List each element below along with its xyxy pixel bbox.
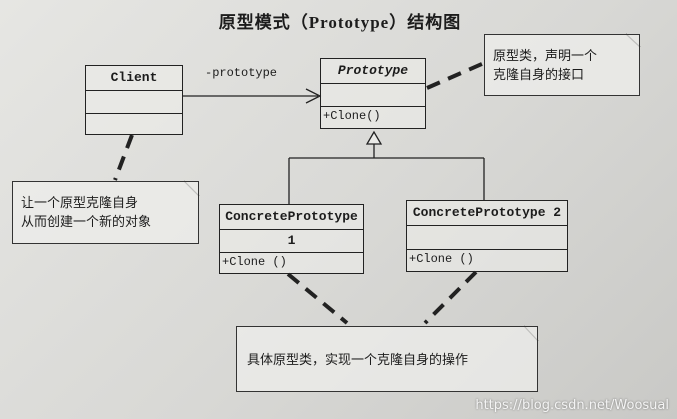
- diagram-title: 原型模式（Prototype）结构图: [218, 13, 462, 32]
- concrete1-note-link: [286, 272, 349, 325]
- association-label: -prototype: [205, 66, 278, 80]
- concrete-prototype-1-operation: +Clone (): [222, 255, 287, 269]
- concrete2-note-link: [423, 270, 478, 325]
- client-operations: [86, 114, 182, 134]
- concrete-prototype-1-class: ConcretePrototype 1 +Clone (): [219, 204, 364, 274]
- concrete-prototype-2-name: ConcretePrototype 2: [407, 201, 567, 226]
- concrete-prototype-1-attributes: [220, 230, 363, 253]
- generalization-triangle: [365, 130, 383, 145]
- concrete-prototype-2-attributes: [407, 226, 567, 250]
- concrete-note: 具体原型类，实现一个克隆自身的操作: [236, 326, 538, 392]
- prototype-class-name: Prototype: [321, 59, 425, 84]
- watermark: https://blog.csdn.net/Woosual: [475, 398, 669, 413]
- prototype-note-line-1: 原型类，声明一个: [493, 49, 598, 64]
- client-attributes: [86, 91, 182, 114]
- concrete-prototype-1-name: ConcretePrototype 1: [220, 205, 363, 248]
- prototype-class: Prototype +Clone(): [320, 58, 426, 129]
- concrete-prototype-2-class: ConcretePrototype 2 +Clone (): [406, 200, 568, 272]
- prototype-attributes: [321, 84, 425, 107]
- prototype-note-link: [426, 61, 485, 90]
- client-note-line-2: 从而创建一个新的对象: [21, 215, 152, 230]
- prototype-operation: +Clone(): [323, 109, 381, 123]
- prototype-note-line-2: 克隆自身的接口: [493, 68, 585, 83]
- concrete-prototype-2-operation: +Clone (): [409, 252, 474, 266]
- prototype-note: 原型类，声明一个 克隆自身的接口: [484, 34, 640, 96]
- client-class: Client: [85, 65, 183, 135]
- client-note-link: [113, 134, 134, 181]
- client-note-line-1: 让一个原型克隆自身: [21, 196, 139, 211]
- client-note: 让一个原型克隆自身 从而创建一个新的对象: [12, 181, 199, 244]
- client-class-name: Client: [86, 66, 182, 91]
- concrete-note-text: 具体原型类，实现一个克隆自身的操作: [247, 353, 469, 368]
